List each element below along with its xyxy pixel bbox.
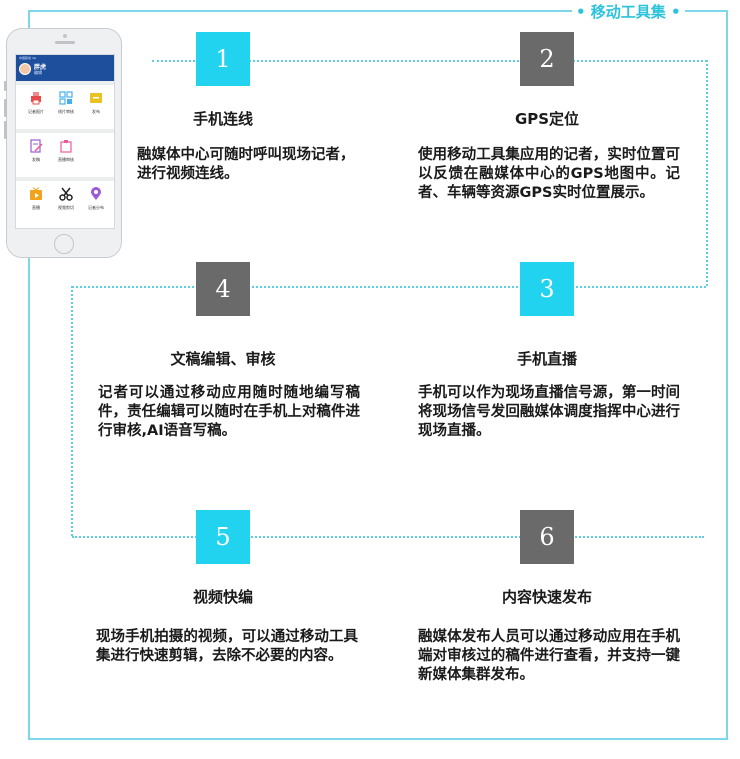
section-gap [16,129,114,133]
app-header: 中国移动 4G 胖虎 编辑 [16,55,114,81]
edit-icon [30,139,43,153]
status-bar: 中国移动 4G [19,56,37,60]
phone-camera [63,34,67,38]
app-label: 直播审核 [58,157,74,162]
step-4-text: 记者可以通过移动应用随时随地编写稿件，责任编辑可以随时在手机上对稿件进行审核,A… [98,385,360,439]
step-5-title: 视频快编 [192,588,253,606]
step-1-number: 1 [196,32,250,86]
step-3-title: 手机直播 [516,350,577,368]
phone-side-button [4,99,7,117]
app-label: 发稿 [32,157,40,162]
step-6-title: 内容快速发布 [501,588,592,606]
app-tile-publish[interactable]: 发布 [81,91,111,115]
step-1-title: 手机连线 [192,110,253,128]
step-2-title: GPS定位 [514,110,580,128]
section-gap [16,81,114,85]
phone-earpiece [55,41,75,44]
play-tv-icon [30,187,42,200]
step-4-number: 4 [196,262,250,316]
app-label: 线片审核 [58,109,74,114]
app-tile-live-review[interactable]: 直播审核 [51,139,81,163]
phone-mockup: 中国移动 4G 胖虎 编辑 记者报片 线片审核 [4,28,122,258]
app-label: 直播 [32,205,40,210]
connector-2-3 [706,60,708,286]
step-3-text: 手机可以作为现场直播信号源，第一时间将现场信号发回融媒体调度指挥中心进行现场直播… [418,385,680,439]
phone-side-button [4,121,7,139]
connector-3-4 [72,286,706,288]
grid-check-icon [59,91,73,105]
step-1-text: 融媒体中心可随时呼叫现场记者，进行视频连线。 [137,147,355,182]
app-tile-reporter-map[interactable]: 记者分布 [81,187,111,211]
app-tile-reporter-upload[interactable]: 记者报片 [21,91,51,115]
user-role: 编辑 [34,70,42,75]
step-3-number: 3 [520,262,574,316]
section-gap [16,177,114,181]
app-section: 直播 视频剪切 记者分布 [19,181,113,227]
app-tile-live[interactable]: 直播 [21,187,51,211]
app-section: 记者报片 线片审核 发布 [19,85,113,129]
section-title: • 移动工具集 • [572,1,685,22]
printer-icon [31,92,41,105]
connector-5-6 [72,536,704,538]
scissors-icon [59,187,73,201]
phone-side-button [4,81,7,91]
phone-home-button [54,234,74,254]
app-tile-clip-review[interactable]: 线片审核 [51,91,81,115]
app-label: 记者报片 [28,109,44,114]
step-5-number: 5 [196,510,250,564]
map-pin-icon [91,187,101,200]
step-2-number: 2 [520,32,574,86]
step-2-text: 使用移动工具集应用的记者，实时位置可以反馈在融媒体中心的GPS地图中。记者、车辆… [418,147,680,201]
app-tile-write[interactable]: 发稿 [21,139,51,163]
app-label: 视频剪切 [58,205,74,210]
avatar[interactable] [19,63,31,75]
phone-screen: 中国移动 4G 胖虎 编辑 记者报片 线片审核 [15,54,115,229]
app-label: 记者分布 [88,205,104,210]
app-section: 发稿 直播审核 [19,133,113,177]
app-tile-video-cut[interactable]: 视频剪切 [51,187,81,211]
connector-1-2 [152,60,707,62]
connector-4-5 [71,286,73,536]
step-4-title: 文稿编辑、审核 [170,350,276,368]
step-6-text: 融媒体发布人员可以通过移动应用在手机端对审核过的稿件进行查看，并支持一键新媒体集… [418,629,680,683]
outer-frame [28,10,728,740]
clipboard-icon [60,140,72,153]
app-label: 发布 [92,109,100,114]
step-5-text: 现场手机拍摄的视频，可以通过移动工具集进行快速剪辑，去除不必要的内容。 [96,629,358,664]
step-6-number: 6 [520,510,574,564]
folder-icon [90,93,102,103]
user-name: 胖虎 [34,64,47,71]
